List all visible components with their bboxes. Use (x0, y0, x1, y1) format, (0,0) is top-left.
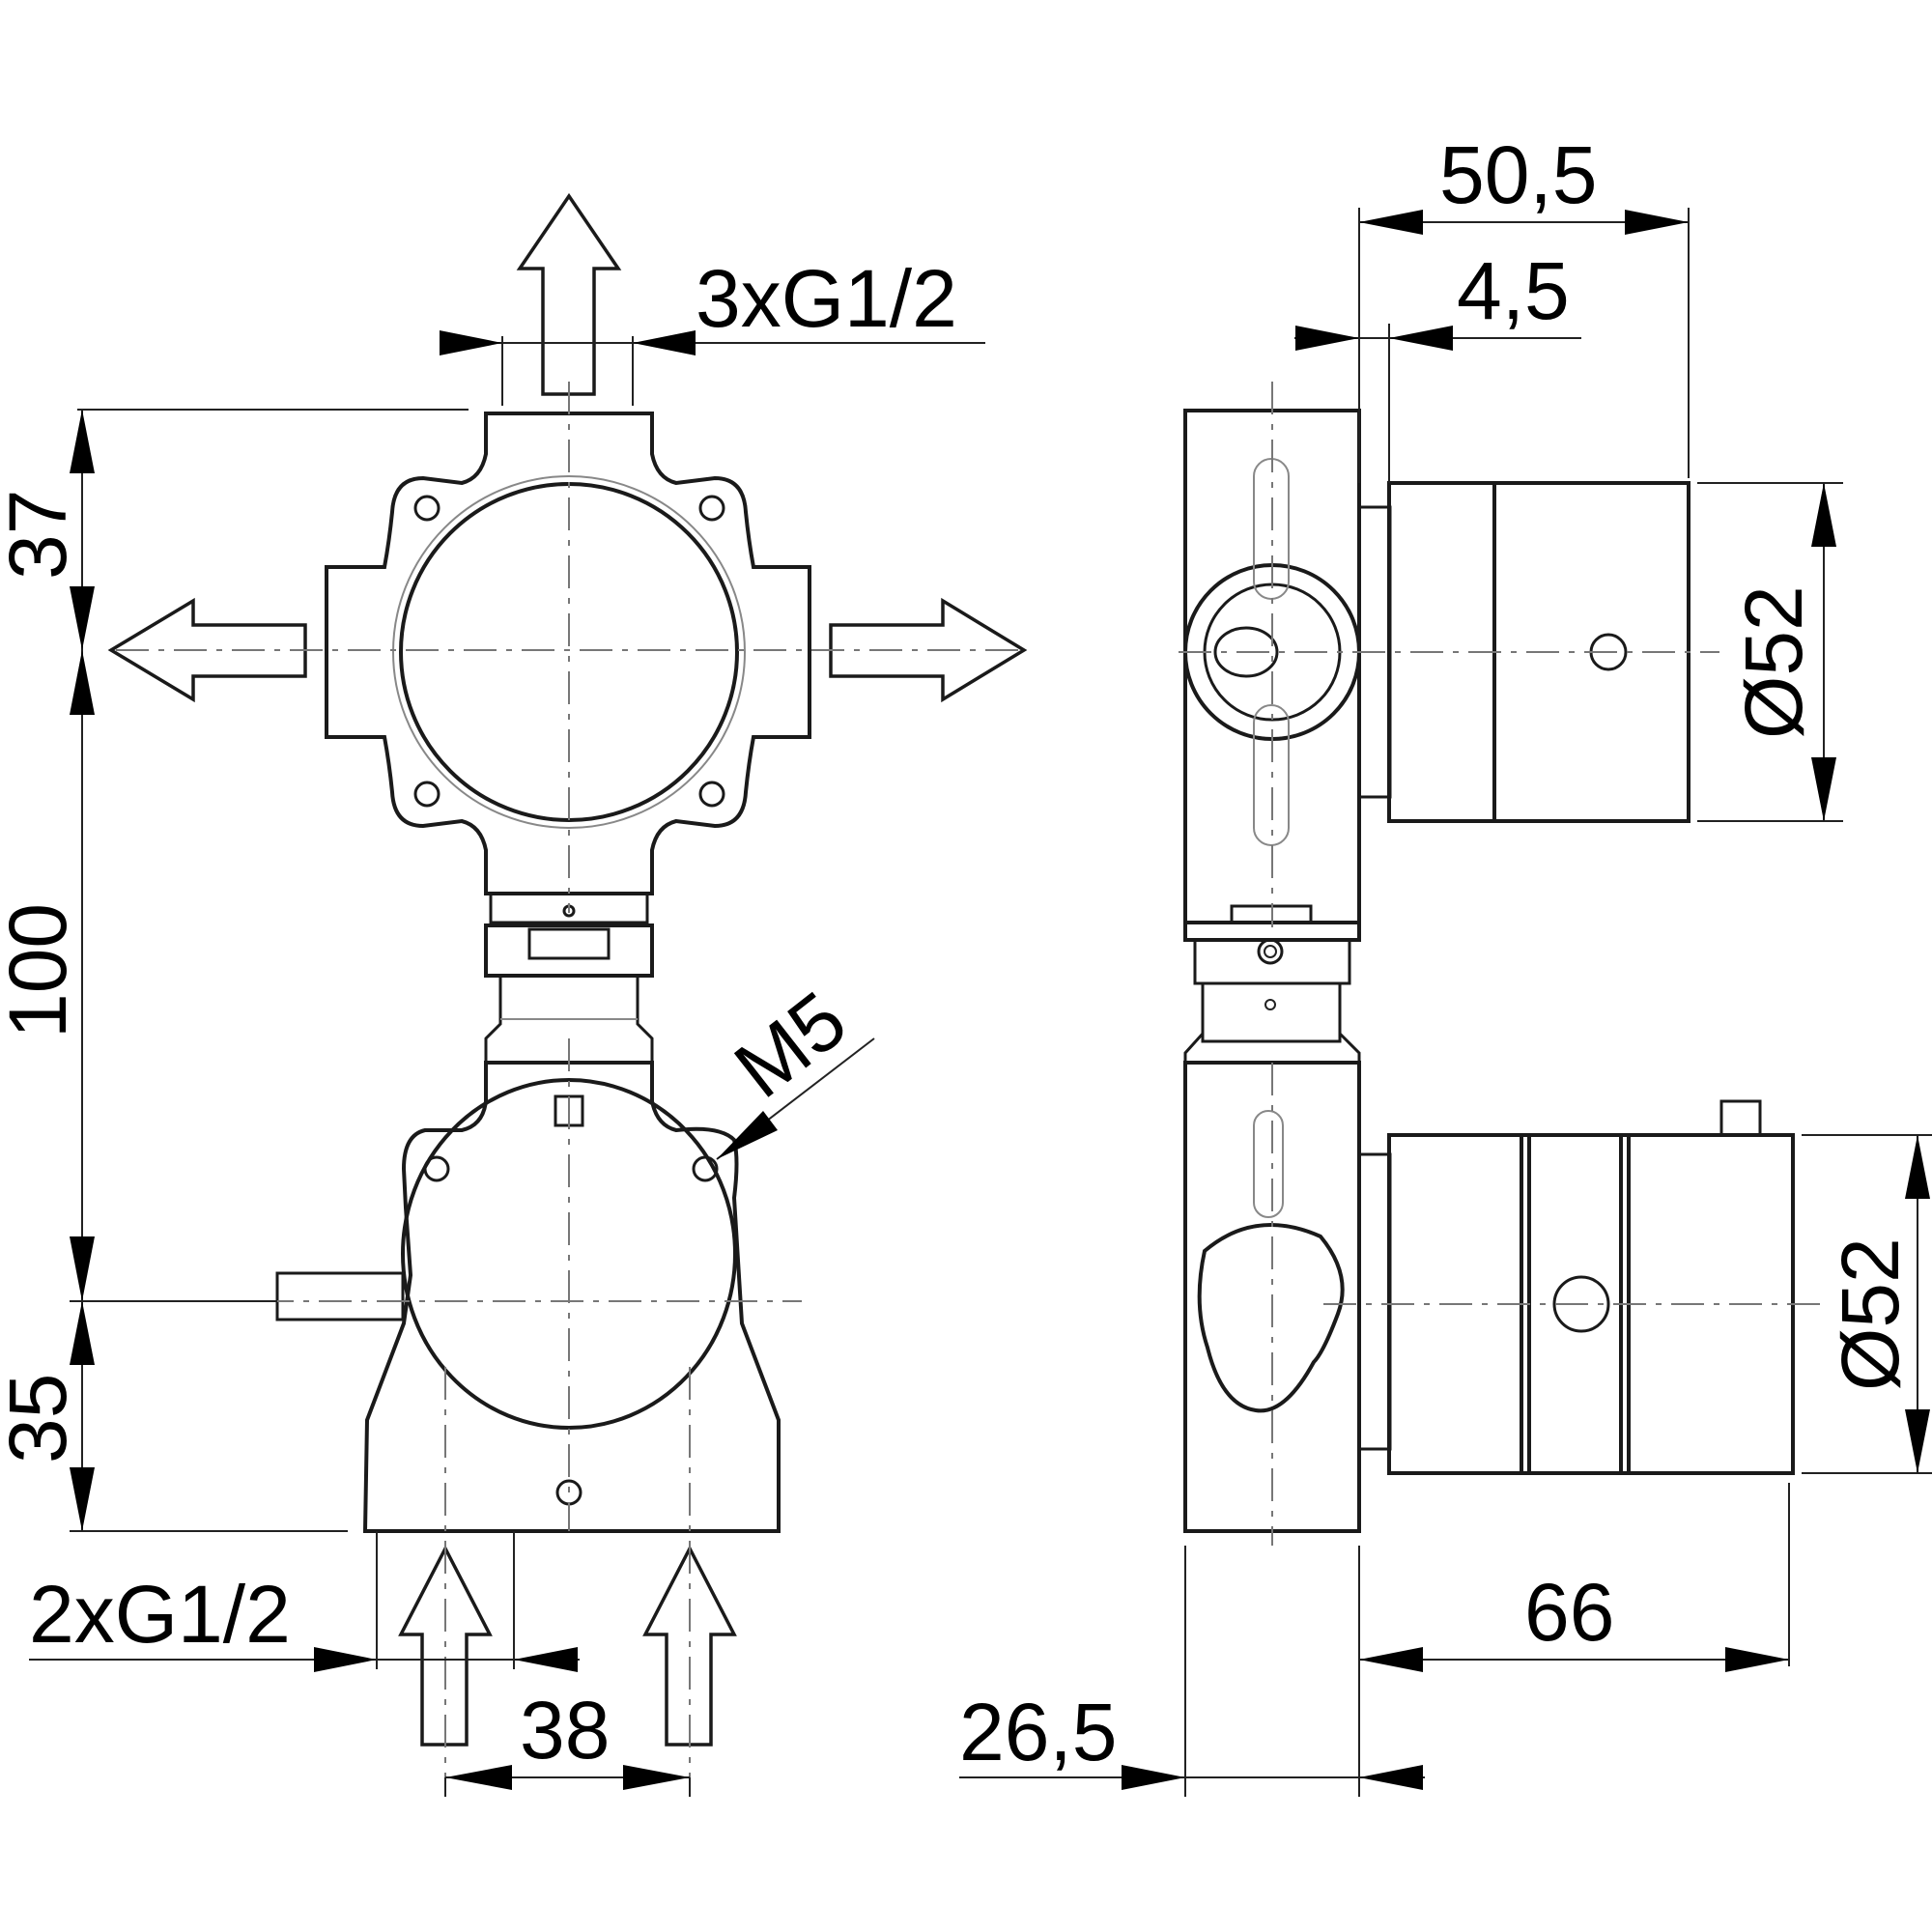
lower-housing-circle (401, 1078, 737, 1430)
inlet-thread-label: 2xG1/2 (29, 1569, 291, 1660)
upper-diameter-value: Ø52 (1728, 585, 1819, 739)
screw-hole-icon (423, 1155, 450, 1182)
side-view: 50,5 4,5 Ø52 Ø52 (959, 129, 1932, 1797)
dim-lower-diameter: Ø52 (1802, 1134, 1932, 1474)
upper-valve-body (325, 412, 811, 895)
lower-diameter-value: Ø52 (1825, 1237, 1916, 1391)
dim-lower-projection: 66 (1358, 1483, 1790, 1797)
lower-projection-value: 66 (1524, 1567, 1614, 1658)
indicator-dot-icon (1552, 1275, 1610, 1333)
flange-offset-value: 4,5 (1457, 245, 1570, 336)
outlet-arrow-left-icon (107, 597, 307, 703)
total-projection-value: 50,5 (1439, 129, 1598, 220)
dim-flange-offset: 4,5 (1294, 245, 1581, 483)
dim-center-distance: 100 (0, 650, 95, 1301)
dim-total-projection: 50,5 (1358, 129, 1690, 483)
dim-outlet-thread: 3xG1/2 (440, 253, 985, 406)
center-distance-value: 100 (0, 903, 83, 1038)
front-view: 3xG1/2 37 100 35 (0, 192, 1028, 1797)
screw-hole-icon (413, 495, 440, 522)
dim-top-offset: 37 (0, 409, 469, 650)
outlet-thread-label: 3xG1/2 (696, 253, 957, 344)
dim-body-depth: 26,5 (959, 1546, 1425, 1797)
inlet-spacing-value: 38 (520, 1685, 610, 1776)
body-depth-value: 26,5 (959, 1687, 1118, 1777)
outlet-arrow-up-icon (516, 192, 622, 396)
dim-bottom-offset: 35 (0, 1300, 348, 1532)
upper-housing-circle (399, 482, 739, 822)
dim-inlet-spacing: 38 (444, 1685, 691, 1797)
lower-valve-body (362, 1061, 781, 1533)
screw-label: M5 (718, 974, 863, 1115)
screw-hole-icon (413, 781, 440, 808)
screw-hole-icon (698, 781, 725, 808)
dim-upper-diameter: Ø52 (1697, 482, 1843, 822)
screw-hole-icon (692, 1155, 719, 1182)
connector-side (1183, 904, 1361, 1065)
screw-hole-icon (698, 495, 725, 522)
dim-inlet-thread: 2xG1/2 (29, 1531, 580, 1672)
connector-fitting (484, 892, 654, 1065)
dim-screw-callout: M5 (716, 974, 875, 1160)
side-stem (275, 1271, 405, 1321)
top-offset-value: 37 (0, 490, 83, 580)
bottom-offset-value: 35 (0, 1374, 83, 1463)
